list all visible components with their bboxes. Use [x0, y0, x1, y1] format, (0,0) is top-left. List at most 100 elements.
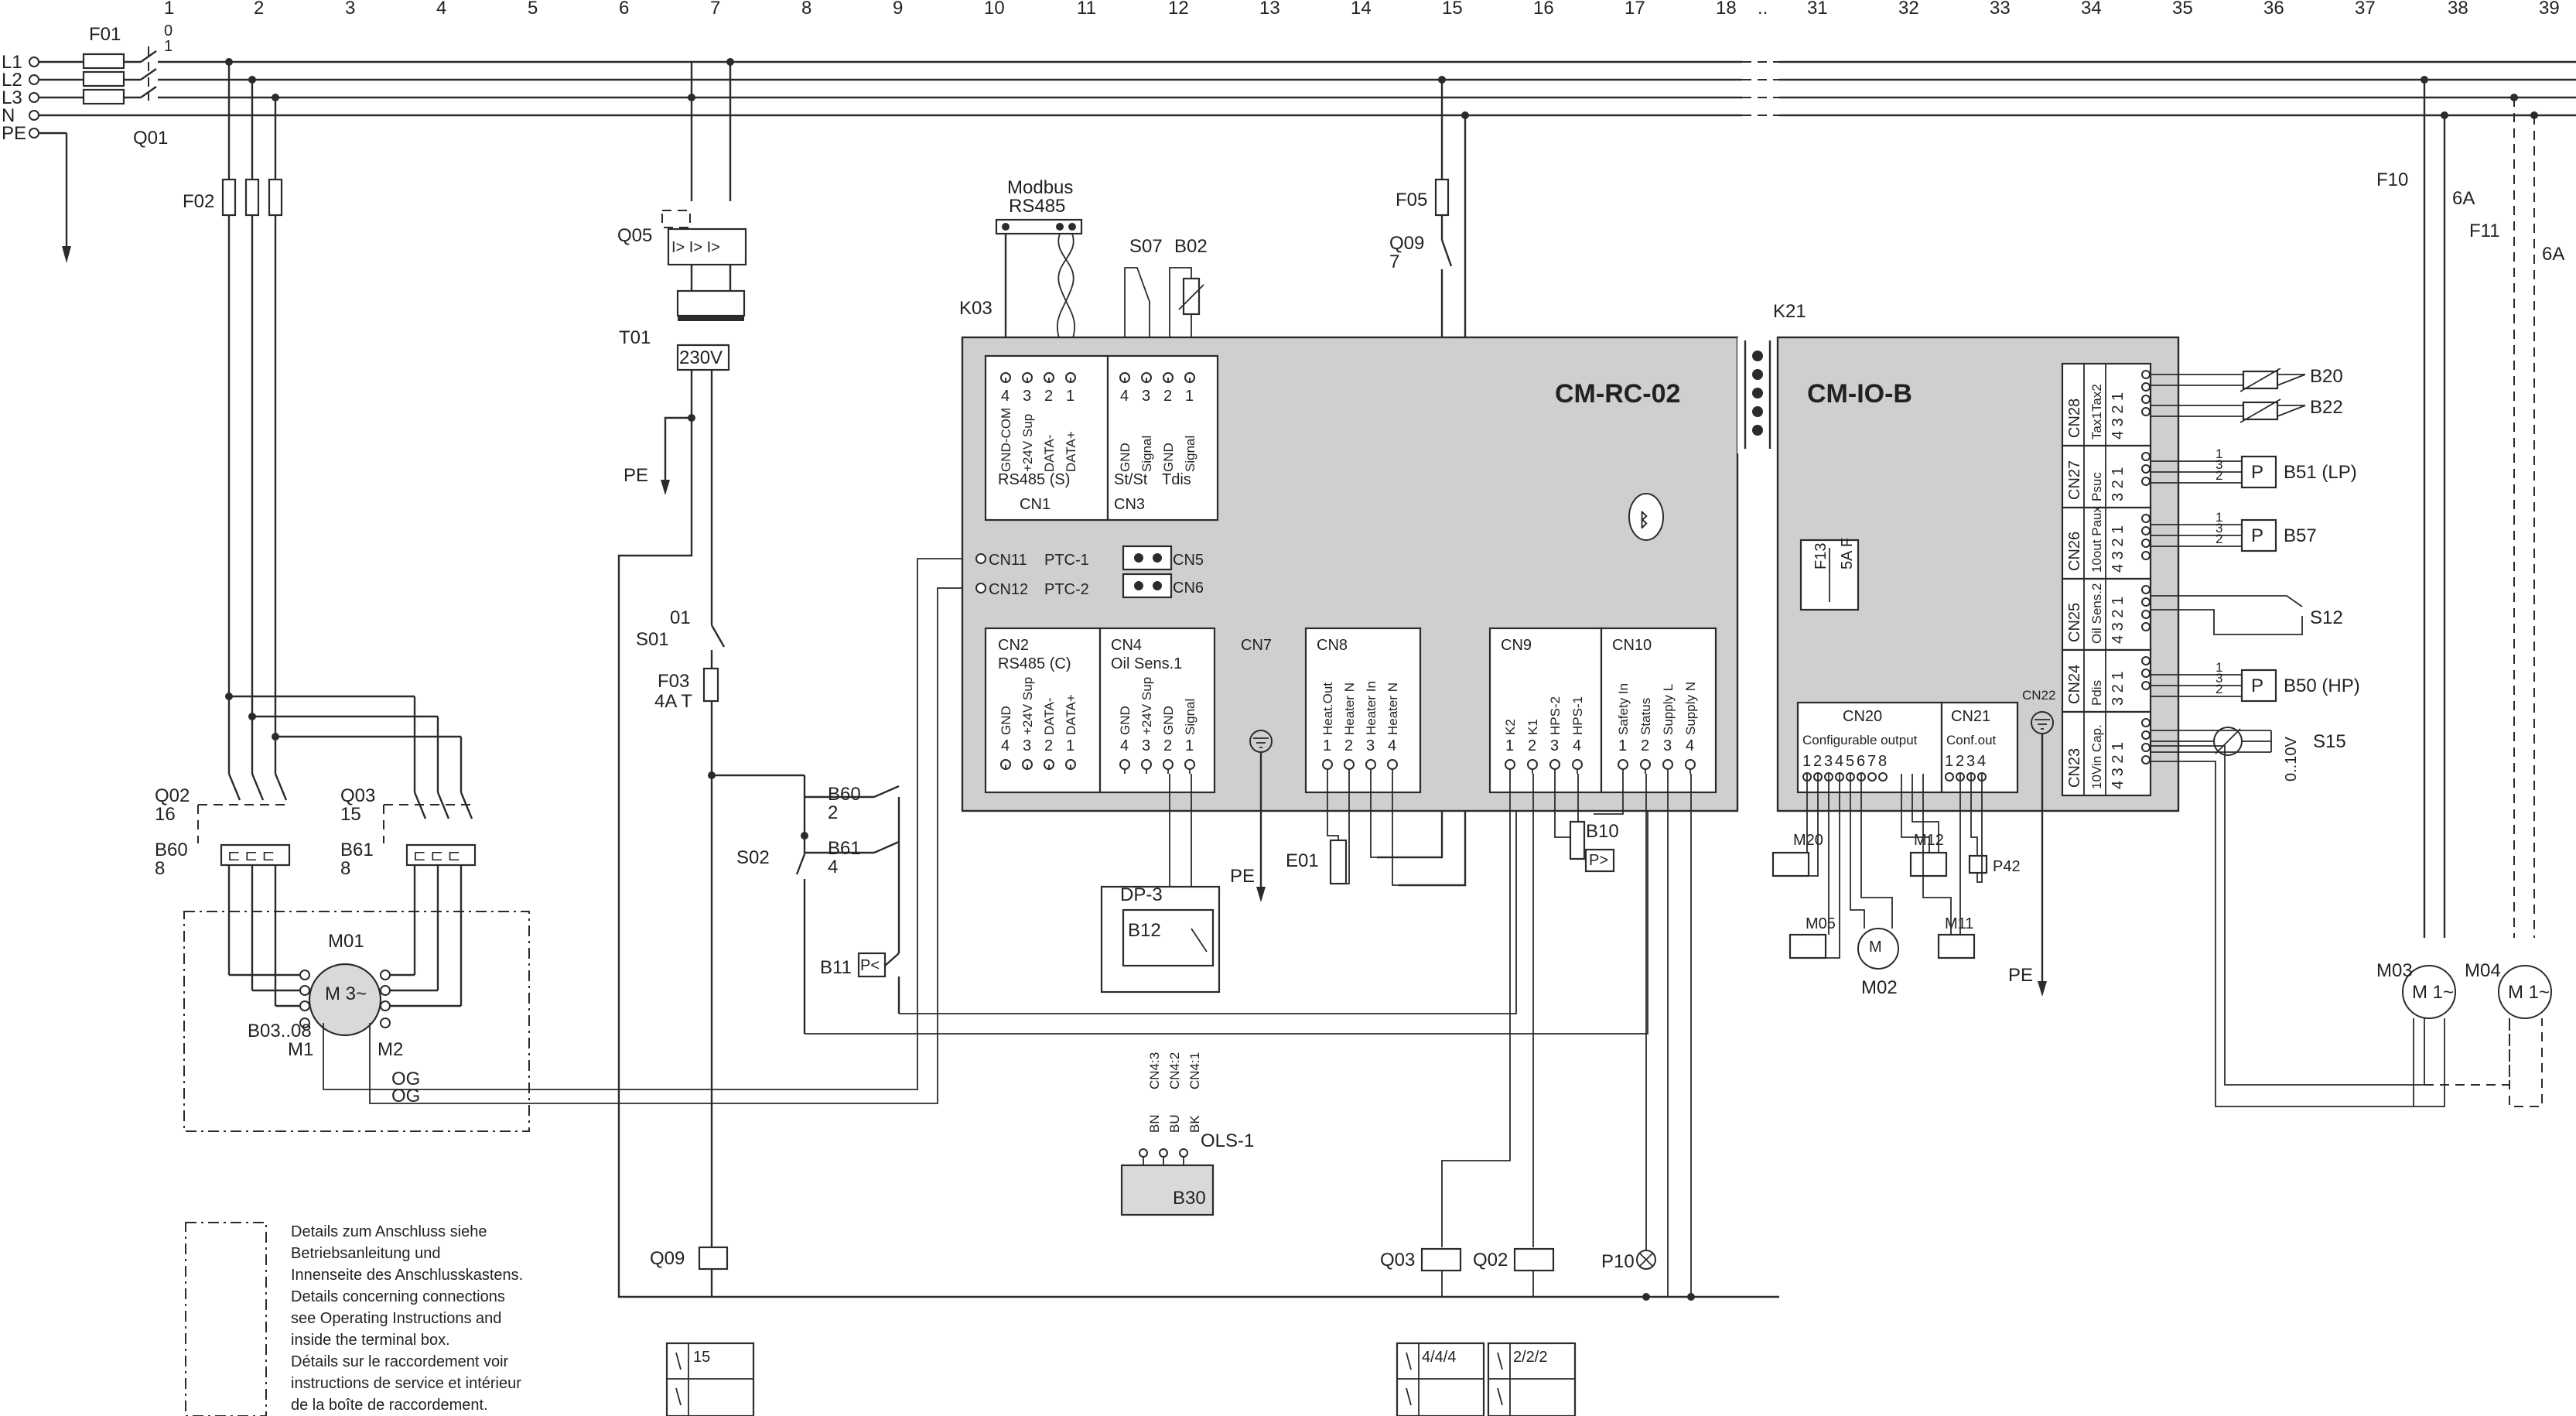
label-b61-r: B61: [828, 838, 861, 859]
column-number: 7: [710, 0, 720, 19]
note-line: Betriebsanleitung und: [291, 1245, 440, 1262]
pin-number: 4: [1573, 737, 1581, 754]
connector-label: CN24: [2066, 665, 2083, 704]
connector-pins: 3 2 1: [2110, 467, 2127, 501]
pin-signal: +24V Sup: [1020, 677, 1035, 735]
ptc1-label: PTC-1: [1044, 552, 1089, 569]
label-ref-222: 2/2/2: [1513, 1349, 1547, 1366]
pin-number: 2: [1163, 737, 1172, 754]
note-line: see Operating Instructions and: [291, 1310, 501, 1327]
pin-signal: K2: [1503, 719, 1518, 735]
label-m20: M20: [1793, 832, 1823, 849]
label-m01-sym: M 3~: [325, 983, 367, 1004]
pin-signal: Heat.Out: [1320, 682, 1335, 735]
pin-number: 4: [1120, 388, 1129, 405]
pin-number: 4: [1388, 737, 1396, 754]
column-number: 18: [1716, 0, 1737, 19]
connector-name: 10Vin Cap.: [2089, 724, 2104, 789]
cn3-name1: St/St: [1114, 471, 1148, 488]
connector-pins: 3 2 1: [2110, 672, 2127, 706]
cn7-label: CN7: [1241, 637, 1272, 654]
label-ols-cn3: CN4:1: [1187, 1052, 1202, 1089]
pin-signal: K1: [1525, 719, 1540, 735]
label-t01-v: 230V: [679, 347, 723, 368]
label-k03: K03: [959, 298, 992, 319]
label-pe-right: PE: [2008, 965, 2033, 986]
column-number: 36: [2263, 0, 2284, 19]
column-number: 2: [254, 0, 264, 19]
pin-number: 2: [1044, 737, 1053, 754]
column-number: 37: [2355, 0, 2376, 19]
pin-number: 2: [1163, 388, 1172, 405]
label-b03: B03..08: [248, 1021, 312, 1041]
connector-pins: 4 3 2 1: [2110, 525, 2127, 573]
motor-m03: [2402, 965, 2456, 1019]
label-q09-contact: Q09: [1389, 233, 1424, 254]
cn1-name: RS485 (S): [998, 471, 1070, 488]
connector-pins: 4 3 2 1: [2110, 392, 2127, 440]
column-number: 3: [345, 0, 355, 19]
label-switch-0: 0: [164, 22, 173, 39]
label-l1: L1: [2, 52, 22, 73]
column-number: 17: [1625, 0, 1645, 19]
label-q03: Q03: [340, 785, 375, 806]
cm-rc-title: CM-RC-02: [1555, 379, 1680, 409]
pin-number: 1: [1066, 388, 1074, 405]
label-ols-cn1: CN4:3: [1147, 1052, 1162, 1089]
svg-text:I> I> I>: I> I> I>: [671, 239, 720, 256]
column-number: 31: [1807, 0, 1828, 19]
label-f02: F02: [183, 191, 214, 212]
ptc2-label: PTC-2: [1044, 581, 1089, 598]
cm-io-title: CM-IO-B: [1807, 379, 1912, 409]
pin-signal: GND: [1161, 443, 1176, 472]
pin-number: 3: [2216, 671, 2222, 686]
cn21-name: Conf.out: [1946, 733, 1997, 747]
f13-label: F13: [1812, 543, 1830, 569]
column-number: 9: [893, 0, 903, 19]
label-m04: M04: [2465, 960, 2501, 981]
pin-number: 4: [1001, 388, 1010, 405]
pin-signal: +24V Sup: [1020, 414, 1035, 472]
pin-signal: Safety In: [1616, 683, 1631, 735]
label-m03: M03: [2376, 960, 2413, 981]
label-b61: B61: [340, 840, 374, 860]
label-f05: F05: [1396, 190, 1427, 210]
label-b11: B11: [820, 957, 852, 978]
pin-number: 1: [1323, 737, 1331, 754]
pin-number: 1: [2216, 510, 2222, 525]
label-q01: Q01: [133, 128, 168, 149]
cn11-label: CN11: [989, 552, 1027, 569]
column-number: 16: [1533, 0, 1554, 19]
pin-signal: GND: [999, 706, 1013, 735]
cn2-name: RS485 (C): [998, 655, 1071, 672]
pin-number: 3: [1023, 737, 1031, 754]
label-ols-cn2: CN4:2: [1167, 1052, 1182, 1089]
pin-number: 3: [1550, 737, 1559, 754]
label-pe: PE: [2, 123, 26, 144]
label-s01: S01: [636, 629, 669, 650]
label-f10-v: 6A: [2452, 188, 2475, 209]
label-q02-n: 16: [155, 804, 176, 825]
label-f03: F03: [658, 671, 689, 692]
pin-number: 4: [1120, 737, 1129, 754]
connector-name: Oil Sens.2: [2089, 583, 2104, 644]
pin-number: 3: [1966, 753, 1975, 770]
pin-signal: GND: [1161, 706, 1176, 735]
column-number: 5: [528, 0, 538, 19]
pin-number: 3: [1023, 388, 1031, 405]
connector-label: CN26: [2066, 532, 2083, 571]
label-q05: Q05: [617, 225, 652, 246]
pin-number: 4: [1977, 753, 1986, 770]
pin-signal: +24V Sup: [1139, 677, 1154, 735]
pin-signal: Heater N: [1342, 682, 1357, 735]
pin-signal: Signal: [1139, 436, 1154, 472]
label-pe-mid: PE: [1230, 866, 1255, 887]
column-number: 4: [436, 0, 446, 19]
note-line: Details zum Anschluss siehe: [291, 1223, 487, 1240]
label-b02: B02: [1174, 236, 1208, 257]
pin-number: 3: [1366, 737, 1375, 754]
column-number: 12: [1168, 0, 1189, 19]
label-b30: B30: [1173, 1188, 1206, 1209]
pin-number: 2: [1528, 737, 1536, 754]
label-ols-w3: BK: [1187, 1115, 1202, 1133]
